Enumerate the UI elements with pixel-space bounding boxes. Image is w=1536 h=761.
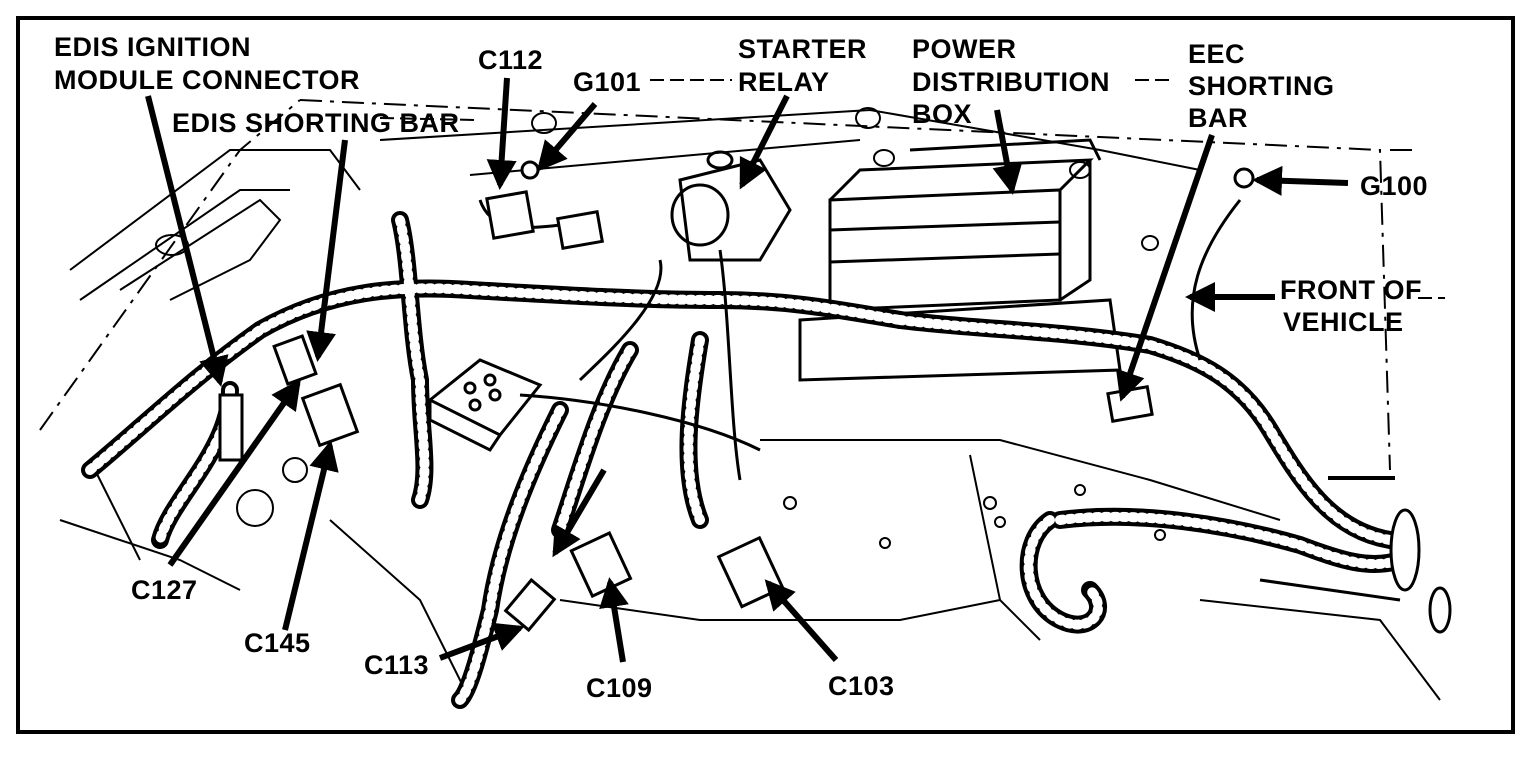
- label-c127: C127: [131, 575, 198, 605]
- label-g100: G100: [1360, 171, 1429, 201]
- starter-relay: [670, 150, 792, 262]
- label-power: POWER: [912, 34, 1017, 64]
- label-c112: C112: [478, 45, 544, 75]
- label-c145: C145: [244, 628, 311, 658]
- label-distribution: DISTRIBUTION: [912, 67, 1110, 97]
- left-fender: [59, 149, 471, 701]
- label-c113: C113: [364, 650, 430, 680]
- inner-panels: [559, 439, 1441, 701]
- label-edis-shorting-bar: EDIS SHORTING BAR: [172, 108, 460, 138]
- power-distribution-box: [798, 138, 1122, 382]
- thin-wires: [478, 199, 1401, 602]
- label-c109: C109: [586, 673, 653, 703]
- label-g101: G101: [573, 67, 642, 97]
- label-edis-ignition-1: EDIS IGNITION: [54, 32, 252, 62]
- label-edis-ignition-2: MODULE CONNECTOR: [54, 65, 361, 95]
- label-vehicle: VEHICLE: [1283, 307, 1404, 337]
- label-eec: EEC: [1188, 39, 1246, 69]
- junction-block: [427, 358, 543, 452]
- leader-arrows: [145, 77, 1349, 663]
- frame-border: [16, 16, 1515, 734]
- wire-harness-hatch: [85, 215, 1405, 705]
- label-dash-lines: [379, 79, 1445, 299]
- label-starter: STARTER: [738, 34, 867, 64]
- label-shorting: SHORTING: [1188, 71, 1335, 101]
- label-c103: C103: [828, 671, 895, 701]
- label-relay: RELAY: [738, 67, 830, 97]
- label-front-of: FRONT OF: [1280, 275, 1422, 305]
- label-box: BOX: [912, 99, 973, 129]
- label-bar: BAR: [1188, 103, 1248, 133]
